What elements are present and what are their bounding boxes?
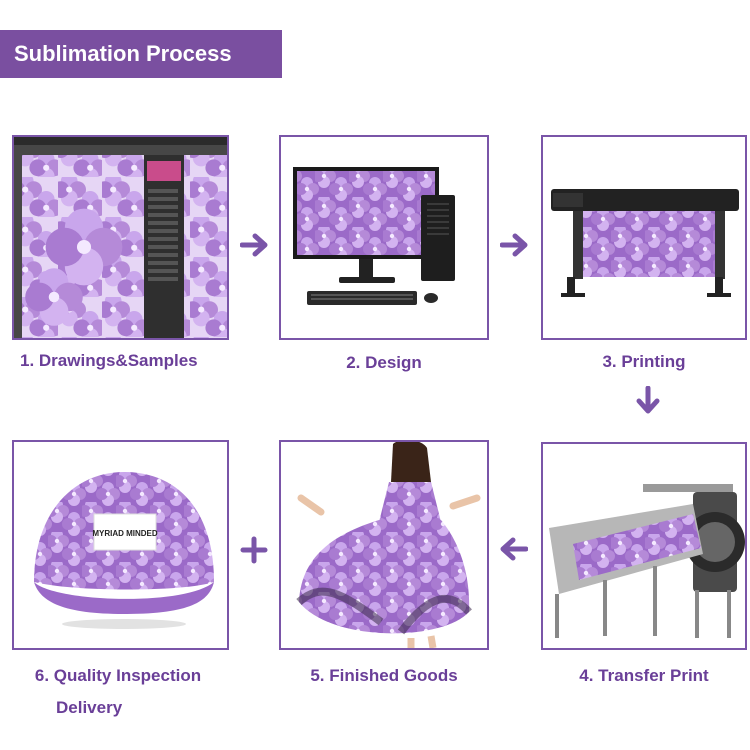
step-5-label: 5. Finished Goods [310,666,458,685]
plus-icon [240,536,268,564]
step-4-image [541,442,747,650]
step-2-label: 2. Design [346,353,422,372]
computer-icon [293,167,455,305]
step-1-label: 1. Drawings&Samples [20,351,198,370]
heat-press-machine-icon [549,484,745,638]
step-3-image [541,135,747,340]
arrow-left-icon [498,536,528,562]
step-2-image [279,135,489,340]
step-3-label: 3. Printing [602,352,686,371]
step-6-label-line2: Delivery [56,698,123,717]
brand-logo: MYRIAD MINDED [92,529,158,538]
cap-icon: MYRIAD MINDED [34,472,214,629]
arrow-right-icon [240,232,270,258]
step-5-image [279,440,489,650]
step-4-label: 4. Transfer Print [579,666,709,685]
printer-icon [551,189,739,297]
step-1-image [12,135,229,340]
arrow-down-icon [635,386,661,416]
arrow-right-icon [500,232,530,258]
dress-icon [296,442,481,648]
step-6-image: MYRIAD MINDED [12,440,229,650]
design-software-illustration [14,137,227,338]
page-title: Sublimation Process [0,30,282,78]
step-6-label: 6. Quality Inspection [34,666,202,685]
